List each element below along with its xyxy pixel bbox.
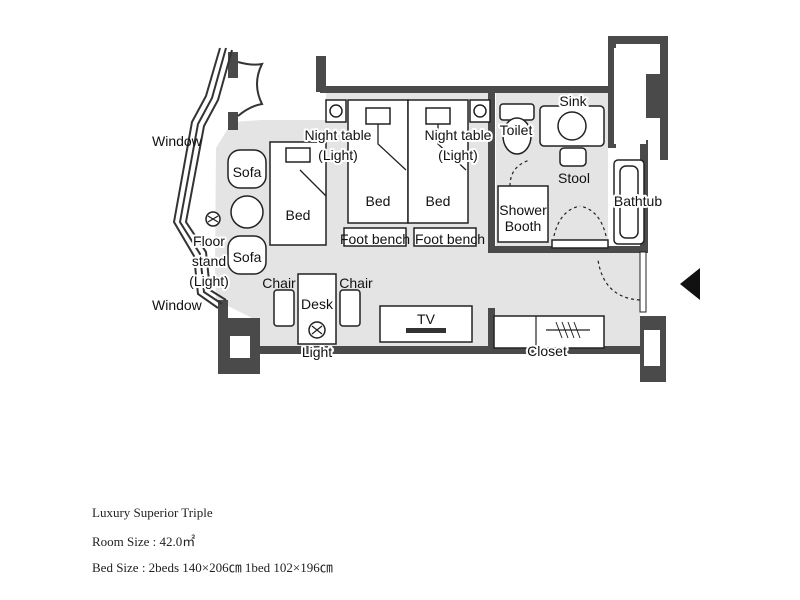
desk-light-label: Light (302, 344, 332, 360)
bathtub-inner (619, 165, 639, 239)
floor-plan: Window Window Sofa Sofa Floor stand (Lig… (152, 36, 700, 382)
chair-left-label: Chair (262, 275, 296, 291)
bathroom-threshold (551, 239, 609, 249)
entrance-arrow-icon (680, 268, 700, 300)
tv-screen (406, 328, 446, 333)
bathtub-label: Bathtub (614, 193, 662, 209)
sink-label: Sink (559, 93, 587, 109)
floor-stand-label-line3: (Light) (189, 273, 229, 289)
sofa-top (227, 149, 267, 189)
right-tower-left-wall (608, 36, 616, 148)
left-lower-wall (218, 300, 228, 330)
foot-bench-right-label: Foot bench (415, 231, 485, 247)
foot-bench-left (343, 227, 407, 247)
night-table-left-label-line1: Night table (305, 127, 372, 143)
bathroom-bottom-wall (488, 246, 648, 253)
night-table-left-label-line2: (Light) (318, 147, 358, 163)
wall-openings (230, 48, 660, 366)
window-curtain-curve (237, 61, 264, 117)
night-table-right-label-line2: (Light) (438, 147, 478, 163)
bed-size: Bed Size : 2beds 140×206㎝ 1bed 102×196㎝ (92, 560, 333, 575)
bathroom-lower-wall (488, 308, 495, 350)
window-bottom-label: Window (152, 297, 203, 313)
bottom-wall (250, 346, 648, 354)
right-tower-top-wall (608, 36, 668, 44)
room-name: Luxury Superior Triple (92, 505, 213, 520)
bed-middle-pillow (365, 107, 391, 125)
window-top-label: Window (152, 133, 203, 149)
top-wall (320, 86, 610, 93)
tv-stand (379, 305, 473, 343)
bathroom-fixtures (497, 103, 645, 249)
chair-right-label: Chair (339, 275, 373, 291)
night-table-lamp-right-icon (473, 104, 487, 118)
desk-lamp-cross (311, 325, 323, 335)
seating-area (205, 149, 267, 275)
shower-booth-label-line1: Shower (499, 202, 547, 218)
toilet-label: Toilet (500, 122, 533, 138)
floor-stand-label-line2: stand (192, 253, 226, 269)
desk-label: Desk (301, 296, 334, 312)
bay-window (172, 47, 233, 309)
room-size: Room Size : 42.0㎡ (92, 534, 196, 549)
floor-stand-label-line1: Floor (193, 233, 225, 249)
stool-label: Stool (558, 170, 590, 186)
coffee-table (230, 195, 264, 229)
closet-label: Closet (527, 343, 567, 359)
left-top-wall-post (228, 52, 238, 78)
bed-single-pillow (285, 147, 311, 163)
chair-left (273, 289, 295, 327)
door-swings (509, 159, 641, 301)
stool (559, 147, 587, 167)
bed-middle-label: Bed (366, 193, 391, 209)
left-upper-wall (228, 112, 238, 130)
shower-booth-label-line2: Booth (505, 218, 542, 234)
beds (269, 99, 491, 247)
closet (493, 315, 605, 349)
tv-label: TV (417, 311, 436, 327)
foot-bench-left-label: Foot bench (340, 231, 410, 247)
chair-right (339, 289, 361, 327)
shower-booth (497, 185, 549, 243)
sofa-top-label: Sofa (233, 164, 262, 180)
entry-door (639, 251, 647, 313)
bed-fold-lines (299, 124, 467, 197)
sofa-bottom (227, 235, 267, 275)
sink-basin (557, 111, 587, 141)
walls (218, 36, 668, 382)
bed-single-label: Bed (286, 207, 311, 223)
bed-right-label: Bed (426, 193, 451, 209)
night-table-right-label-line1: Night table (425, 127, 492, 143)
lamp-cross (207, 215, 219, 223)
toilet-bowl (502, 117, 532, 155)
right-tower-inner-block-fill (646, 74, 666, 118)
sofa-bottom-label: Sofa (233, 249, 262, 265)
foot-bench-right (413, 227, 477, 247)
desk-area (273, 273, 361, 345)
bathroom-divider-wall (488, 92, 495, 252)
night-table-lamp-left-icon (329, 104, 343, 118)
closet-hangers (555, 321, 581, 339)
bed-right-pillow (425, 107, 451, 125)
